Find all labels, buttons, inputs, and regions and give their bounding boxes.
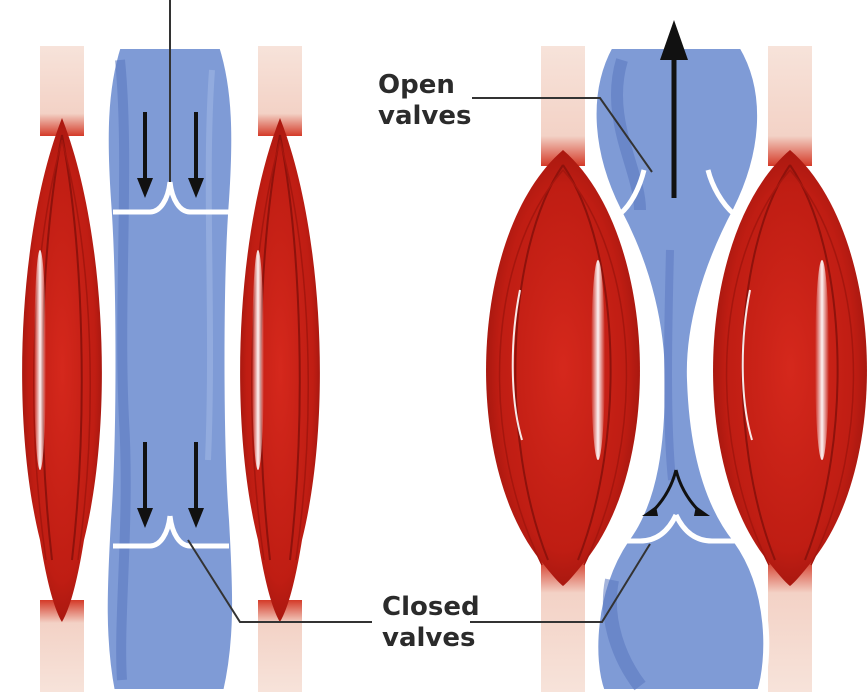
tendon-right-outer-top [541,46,585,166]
muscle-relaxed-left [22,118,102,622]
muscle-relaxed-right [240,118,320,622]
open-valves-label: Open valves [378,70,471,132]
right-panel [486,20,867,692]
muscle-contracted-left [486,150,640,586]
left-panel [22,0,320,692]
open-valves-line2: valves [378,101,471,132]
tendon-right-inner-top [768,46,812,166]
closed-valves-line1: Closed [382,592,480,623]
open-valves-line1: Open [378,70,471,101]
closed-valves-line2: valves [382,623,480,654]
closed-valves-label: Closed valves [382,592,480,654]
